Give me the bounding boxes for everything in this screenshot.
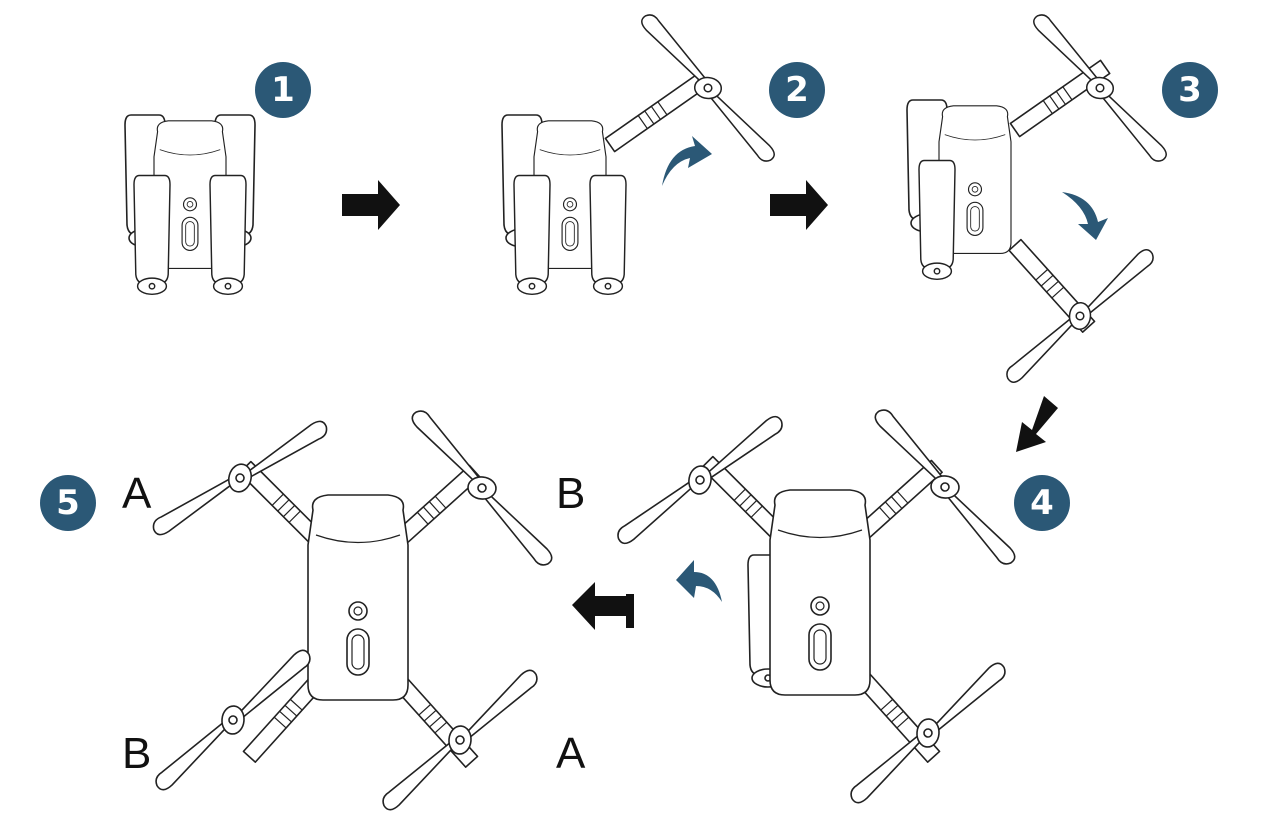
step-badge-3: 3 — [1162, 62, 1218, 118]
flow-arrow-icon — [770, 180, 828, 230]
propeller-icon — [399, 409, 565, 567]
propeller-label-bottom-left: B — [122, 729, 152, 778]
step-badge-1: 1 — [255, 62, 311, 118]
flow-arrow-icon — [1016, 396, 1058, 452]
rotate-arrow-icon — [662, 136, 712, 186]
propeller-label-top-right: B — [556, 469, 586, 518]
drone-step-2 — [501, 74, 706, 296]
propeller-icon — [150, 385, 330, 571]
rotate-arrow-icon — [676, 560, 722, 602]
flow-arrow-icon — [572, 582, 634, 630]
step-badge-5: 5 — [40, 475, 96, 531]
rotate-arrow-icon — [1062, 192, 1108, 240]
drone-step-1 — [124, 114, 256, 296]
propeller-label-top-left: A — [122, 469, 152, 518]
propeller-icon — [862, 408, 1028, 566]
drone-step-4 — [700, 455, 943, 763]
propeller-icon — [615, 392, 785, 568]
drone-step-5 — [238, 460, 481, 768]
flow-arrow-icon — [342, 180, 400, 230]
step-badge-2: 2 — [769, 62, 825, 118]
propeller-label-bottom-right: A — [556, 729, 586, 778]
propeller-icon — [849, 650, 1007, 816]
propeller-icon — [1021, 13, 1179, 163]
step-badge-4: 4 — [1014, 475, 1070, 531]
propeller-icon — [629, 13, 787, 163]
drone-step-3 — [906, 59, 1111, 333]
